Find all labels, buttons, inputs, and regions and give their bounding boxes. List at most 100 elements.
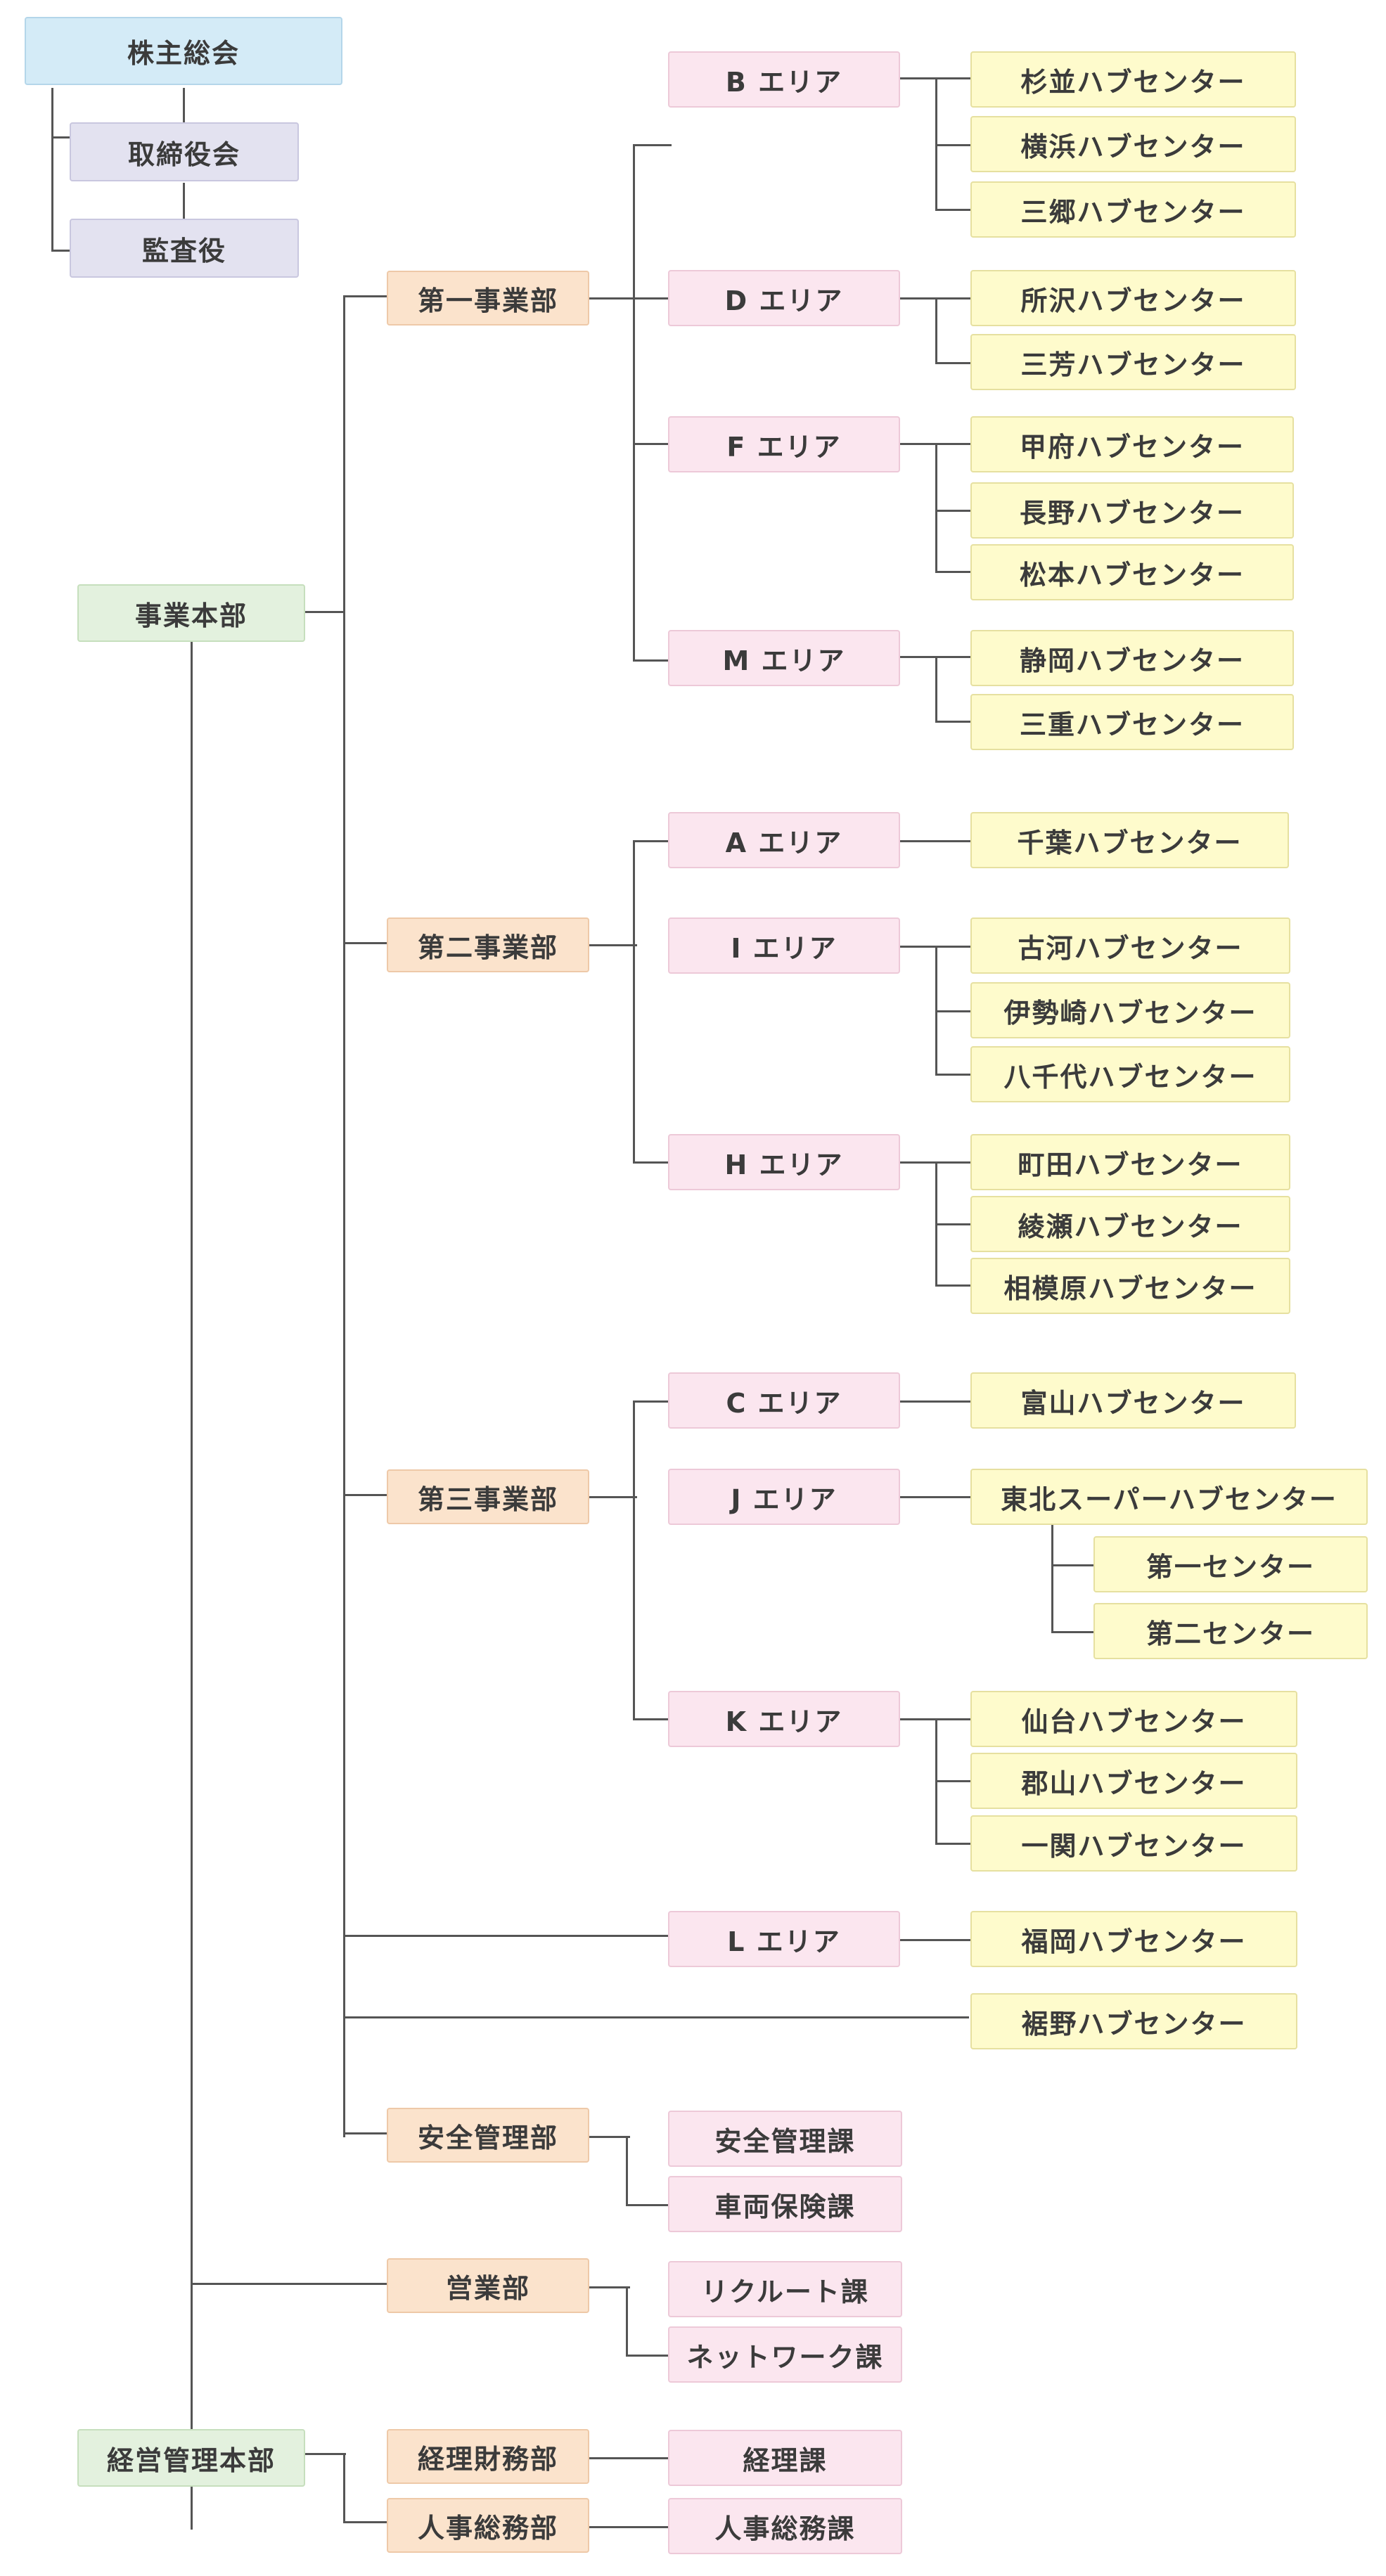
shareholders-meeting: 株主総会 (25, 17, 342, 85)
connector-line (343, 295, 387, 297)
safety-department: 安全管理部 (387, 2108, 589, 2163)
connector-line (900, 1400, 970, 1403)
connector-line (588, 2136, 630, 2138)
connector-line (633, 1718, 669, 1720)
connector-line (935, 443, 937, 573)
hub-koriyama: 郡山ハブセンター (970, 1753, 1297, 1809)
connector-line (626, 2286, 628, 2357)
area-m: M エリア (668, 630, 900, 686)
hub-sendai: 仙台ハブセンター (970, 1691, 1297, 1747)
connector-line (935, 1843, 970, 1845)
connector-line (588, 2286, 630, 2288)
connector-line (935, 362, 970, 364)
area-j: J エリア (668, 1469, 900, 1525)
hub-ichinoseki: 一関ハブセンター (970, 1815, 1297, 1872)
hub-susono: 裾野ハブセンター (970, 1993, 1297, 2049)
division-3: 第三事業部 (387, 1469, 589, 1524)
hub-miyoshi: 三芳ハブセンター (970, 334, 1296, 390)
connector-line (633, 144, 672, 146)
connector-line (51, 88, 53, 252)
hub-misato: 三郷ハブセンター (970, 181, 1296, 238)
section-accounting: 経理課 (668, 2430, 902, 2486)
hub-isesaki: 伊勢崎ハブセンター (970, 982, 1290, 1038)
connector-line (633, 1161, 669, 1164)
connector-line (343, 2453, 345, 2523)
connector-line (588, 2457, 669, 2459)
connector-line (935, 209, 970, 211)
center-second: 第二センター (1093, 1603, 1368, 1659)
connector-line (633, 144, 635, 661)
connector-line (1051, 1524, 1053, 1633)
division-2: 第二事業部 (387, 917, 589, 972)
hr-department: 人事総務部 (387, 2498, 589, 2553)
hub-shizuoka: 静岡ハブセンター (970, 630, 1294, 686)
hub-kofu: 甲府ハブセンター (970, 416, 1294, 472)
connector-line (935, 1223, 970, 1225)
connector-line (343, 1494, 387, 1496)
center-first: 第一センター (1093, 1536, 1368, 1592)
connector-line (191, 2283, 388, 2285)
connector-line (633, 840, 669, 842)
connector-line (633, 297, 669, 300)
board-of-directors: 取締役会 (70, 122, 299, 181)
connector-line (935, 656, 937, 723)
connector-line (900, 1496, 970, 1498)
section-recruit: リクルート課 (668, 2261, 902, 2317)
connector-line (343, 295, 345, 2137)
connector-line (191, 2452, 193, 2530)
connector-line (51, 250, 70, 252)
area-b: B エリア (668, 51, 900, 108)
hub-chiba: 千葉ハブセンター (970, 812, 1289, 868)
connector-line (633, 1400, 635, 1720)
area-k: K エリア (668, 1691, 900, 1747)
sales-department: 営業部 (387, 2258, 589, 2313)
accounting-department: 経理財務部 (387, 2429, 589, 2484)
connector-line (626, 2136, 628, 2206)
connector-line (935, 1284, 970, 1287)
hub-fukuoka: 福岡ハブセンター (970, 1911, 1297, 1967)
hub-tohoku-super: 東北スーパーハブセンター (970, 1469, 1368, 1525)
connector-line (935, 571, 970, 573)
connector-line (935, 510, 970, 512)
area-i: I エリア (668, 917, 900, 974)
hub-mie: 三重ハブセンター (970, 694, 1294, 750)
connector-line (1051, 1564, 1095, 1566)
hub-yokohama: 横浜ハブセンター (970, 116, 1296, 172)
section-network: ネットワーク課 (668, 2326, 902, 2383)
connector-line (935, 297, 937, 364)
connector-line (183, 183, 185, 219)
division-1: 第一事業部 (387, 271, 589, 326)
connector-line (343, 942, 387, 944)
hub-sagamihara: 相模原ハブセンター (970, 1258, 1290, 1314)
hub-koga: 古河ハブセンター (970, 917, 1290, 974)
connector-line (935, 1780, 970, 1782)
connector-line (343, 2521, 387, 2523)
hub-matsumoto: 松本ハブセンター (970, 544, 1294, 600)
connector-line (588, 944, 637, 946)
connector-line (633, 443, 669, 445)
hub-suginami: 杉並ハブセンター (970, 51, 1296, 108)
connector-line (1051, 1631, 1095, 1633)
connector-line (304, 611, 344, 613)
area-l: L エリア (668, 1911, 900, 1967)
connector-line (633, 1400, 669, 1403)
connector-line (51, 136, 70, 139)
hub-toyama: 富山ハブセンター (970, 1372, 1296, 1429)
section-safety-management: 安全管理課 (668, 2111, 902, 2167)
connector-line (191, 640, 193, 2433)
connector-line (588, 297, 637, 300)
connector-line (633, 840, 635, 1164)
connector-line (626, 2204, 668, 2206)
connector-line (343, 2132, 387, 2134)
area-a: A エリア (668, 812, 900, 868)
connector-line (900, 1939, 970, 1941)
connector-line (935, 1074, 970, 1076)
area-f: F エリア (668, 416, 900, 472)
hub-nagano: 長野ハブセンター (970, 482, 1294, 539)
connector-line (588, 1496, 637, 1498)
connector-line (935, 144, 970, 146)
auditor: 監査役 (70, 219, 299, 278)
hub-ayase: 綾瀬ハブセンター (970, 1196, 1290, 1252)
hub-tokorozawa: 所沢ハブセンター (970, 270, 1296, 326)
